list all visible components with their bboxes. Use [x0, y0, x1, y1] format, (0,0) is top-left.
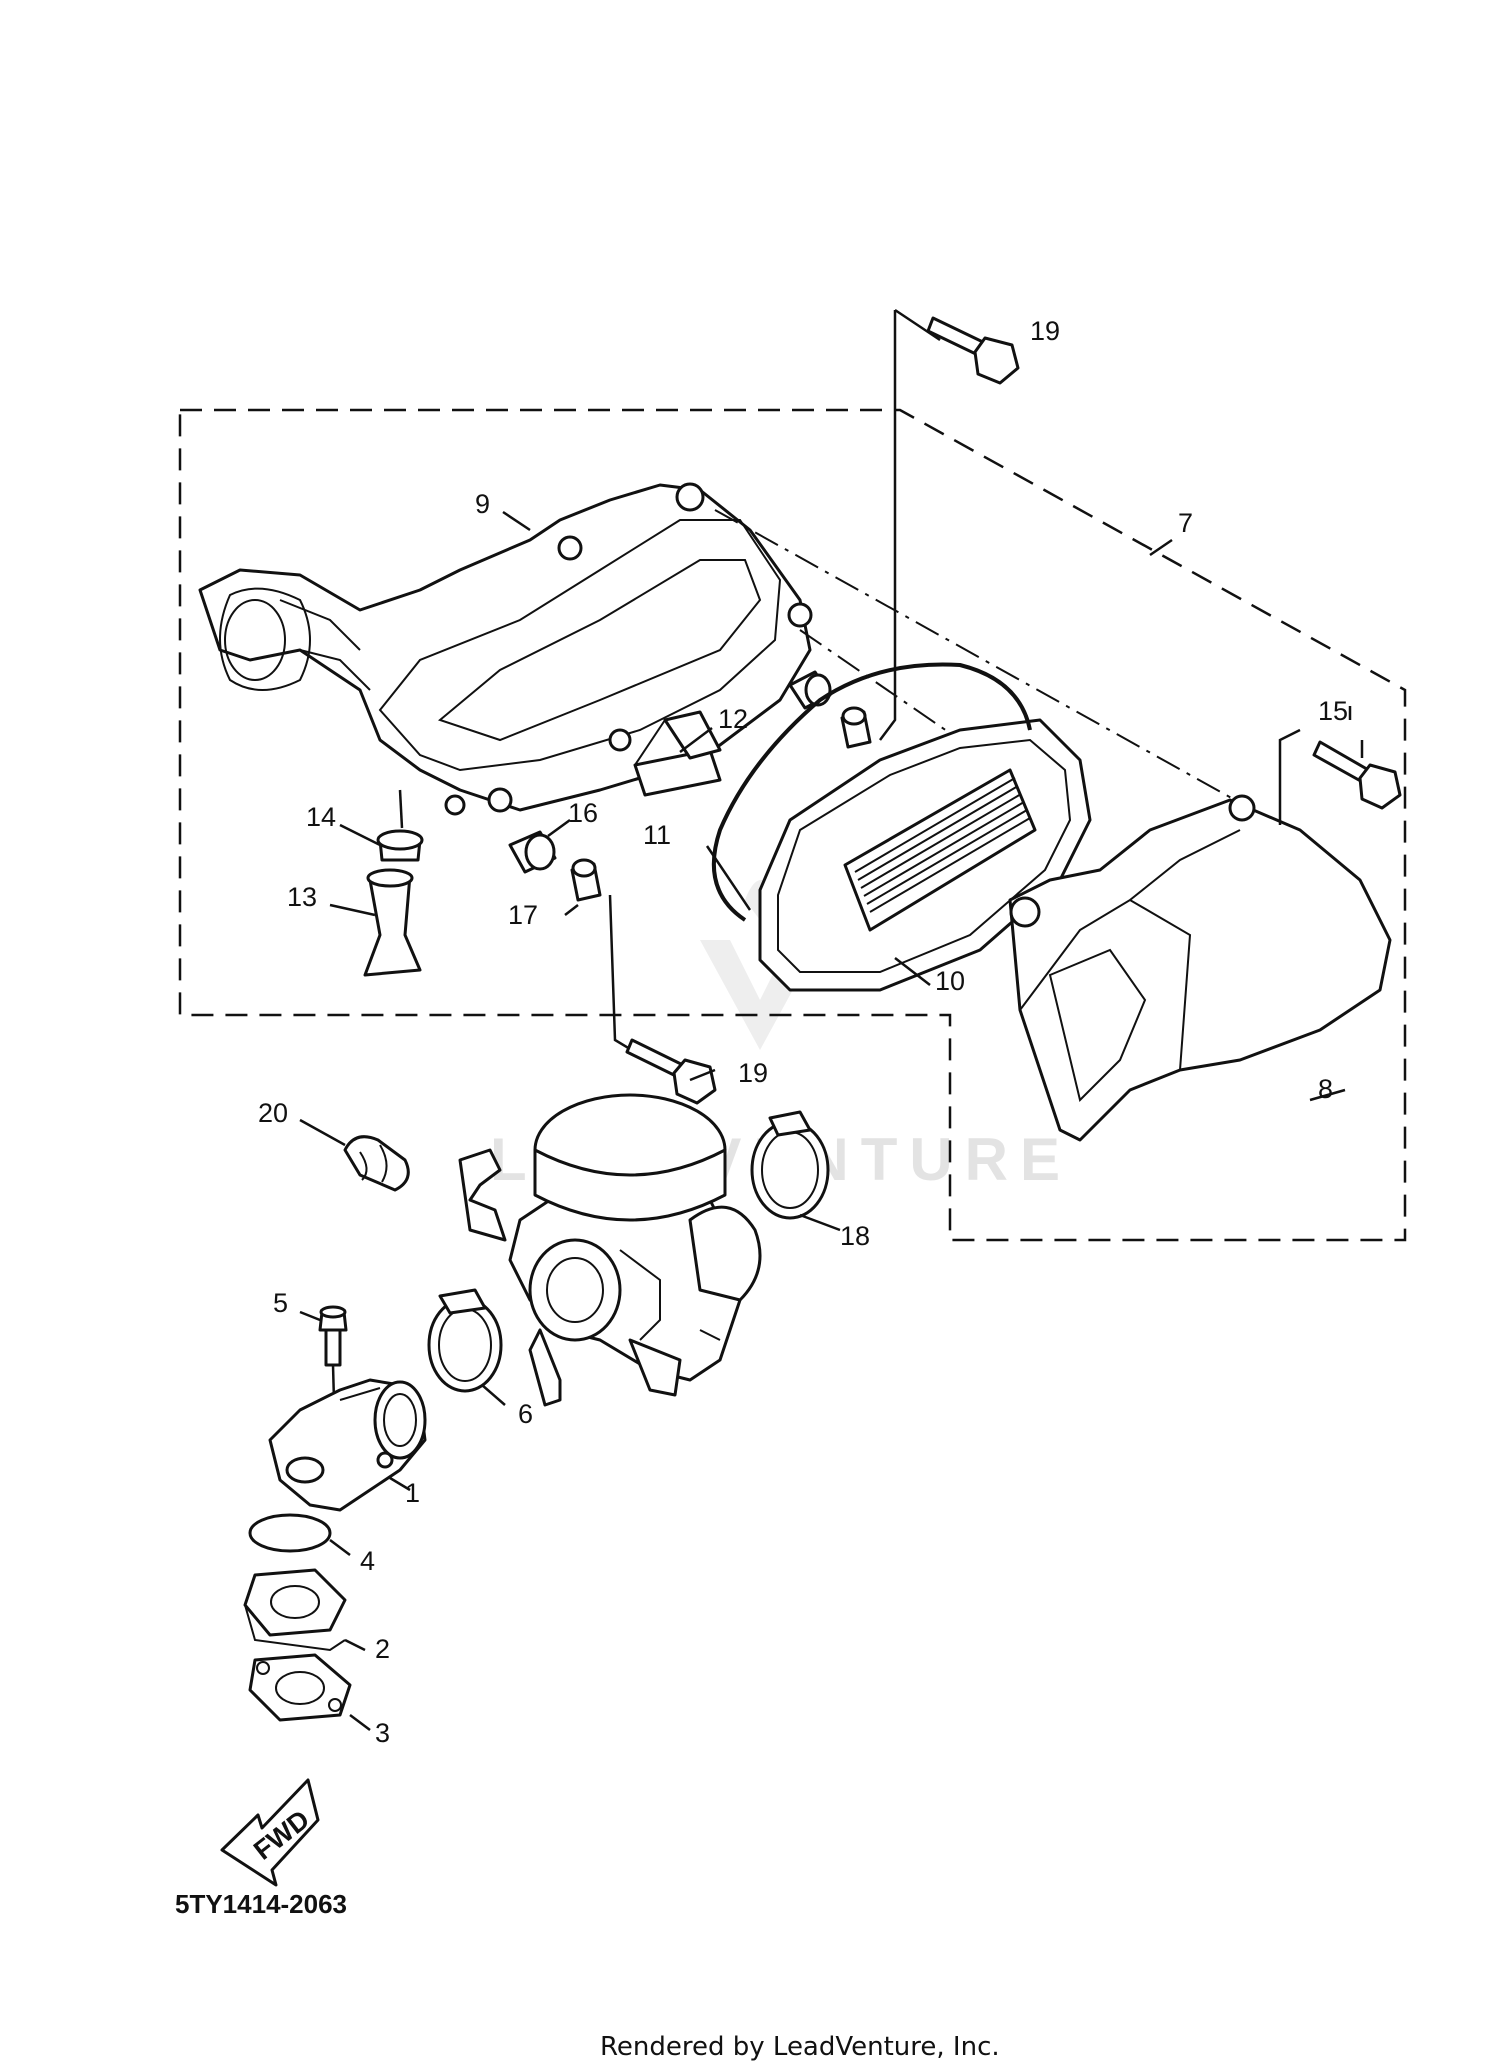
case-top [198, 482, 813, 816]
clamp-14 [376, 789, 424, 862]
collar-upper [840, 706, 872, 749]
part-label-3: 3 [375, 1718, 390, 1748]
part-label-19-top: 19 [1030, 316, 1060, 346]
part-label-4: 4 [360, 1546, 375, 1576]
drain-hose-13 [363, 868, 422, 977]
part-label-10: 10 [935, 966, 965, 996]
gasket-3 [248, 1653, 352, 1722]
part-label-6: 6 [518, 1399, 533, 1429]
clamp-6 [427, 1288, 503, 1393]
sponge-12 [633, 710, 722, 797]
bolt-19-lower [608, 894, 717, 1105]
grommet-upper [788, 670, 832, 710]
assembly-boundary [178, 408, 1407, 1242]
part-label-11: 11 [643, 820, 671, 850]
leader-lines [299, 510, 1352, 1731]
part-label-8: 8 [1318, 1074, 1333, 1104]
part-label-20: 20 [258, 1098, 288, 1128]
part-label-12: 12 [718, 704, 748, 734]
part-label-1: 1 [405, 1478, 420, 1508]
collar-17 [570, 858, 602, 902]
o-ring-4 [248, 1513, 332, 1553]
part-label-14: 14 [306, 802, 336, 832]
part-label-7: 7 [1178, 508, 1193, 538]
part-labels: 1 2 3 4 5 6 7 8 9 10 11 12 13 14 15 16 1… [258, 316, 1348, 1748]
part-label-16: 16 [568, 798, 598, 828]
alignment-line-top [714, 509, 1236, 801]
part-label-18: 18 [840, 1221, 870, 1251]
filter-element-10 [758, 718, 1092, 992]
part-label-19-lower: 19 [738, 1058, 768, 1088]
clamp-20 [343, 1135, 410, 1192]
clamp-18 [750, 1110, 830, 1220]
case-bottom-8 [1008, 794, 1392, 1142]
grommet-16 [508, 830, 557, 874]
render-credit: Rendered by LeadVenture, Inc. [600, 2032, 1000, 2062]
bolt-5 [318, 1305, 348, 1511]
part-label-17: 17 [508, 900, 538, 930]
bolt-15 [1278, 728, 1402, 825]
fwd-arrow-icon: FWD [220, 1778, 320, 1887]
intake-joint-1 [268, 1378, 427, 1512]
gasket-2 [243, 1568, 347, 1652]
part-label-15: 15 [1318, 696, 1348, 726]
part-label-9: 9 [475, 489, 490, 519]
diagram-code: 5TY1414-2063 [175, 1889, 347, 1919]
part-label-5: 5 [273, 1288, 288, 1318]
carburetor [458, 1093, 762, 1407]
bolt-19-top [879, 308, 1020, 741]
part-label-2: 2 [375, 1634, 390, 1664]
part-label-13: 13 [287, 882, 317, 912]
